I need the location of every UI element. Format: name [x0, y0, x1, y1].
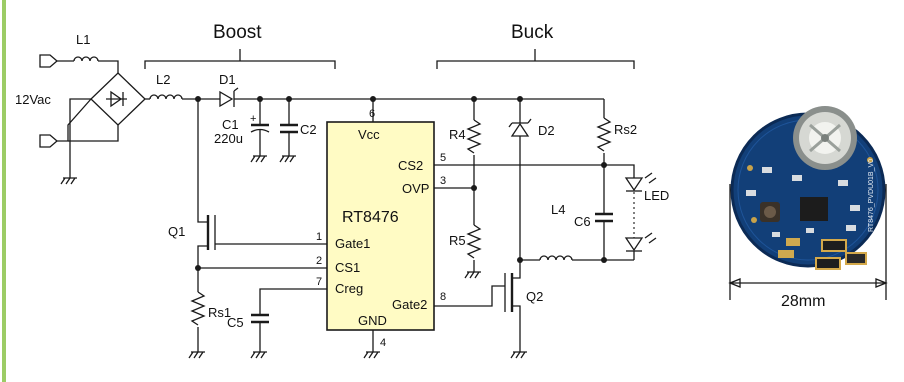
buck-stage: 5 3 R4 R5 D2 L4 Rs2 C6 — [434, 99, 669, 359]
l2-inductor — [149, 94, 183, 100]
pin6-number: 6 — [369, 108, 375, 120]
l1-inductor — [73, 56, 99, 62]
led-1 — [624, 177, 644, 192]
l1-label: L1 — [76, 32, 90, 47]
buck-brace: Buck — [436, 22, 635, 69]
rs2-resistor — [596, 117, 612, 152]
boost-stage: L2 D1 + C1 220u C2 6 — [145, 72, 604, 359]
ic-body — [326, 121, 435, 331]
dimension-label: 28mm — [781, 293, 825, 310]
d1-diode — [219, 90, 234, 108]
pcb-silkscreen: RT8476_PVDU01B_V0 — [868, 159, 875, 232]
pin5-number: 5 — [440, 152, 446, 164]
ic-pin-ovp: OVP — [402, 181, 429, 196]
d2-label: D2 — [538, 123, 555, 138]
rt8476-ic: RT8476 Vcc CS2 OVP Gate1 CS1 Creg Gate2 … — [314, 121, 435, 359]
pin1-number: 1 — [316, 231, 322, 243]
c5-capacitor — [251, 313, 269, 324]
ic-pin-gate1: Gate1 — [335, 236, 370, 251]
c5-label: C5 — [227, 315, 244, 330]
rs2-label: Rs2 — [614, 122, 637, 137]
q1-mosfet — [206, 215, 314, 250]
input-voltage-label: 12Vac — [15, 92, 51, 107]
input-terminal-top — [39, 54, 58, 68]
buck-label: Buck — [511, 22, 554, 43]
l2-label: L2 — [156, 72, 170, 87]
q2-mosfet — [504, 273, 514, 312]
ic-pin-gate2: Gate2 — [392, 297, 427, 312]
pin4-number: 4 — [380, 337, 386, 349]
input-terminal-bottom — [39, 134, 58, 148]
ground-bridge — [60, 177, 77, 185]
ic-pin-cs1: CS1 — [335, 260, 360, 275]
c1-label: C1 — [222, 117, 239, 132]
led-2 — [624, 237, 644, 252]
ic-pin-gnd: GND — [358, 313, 387, 328]
rs1-label: Rs1 — [208, 305, 231, 320]
d1-label: D1 — [219, 72, 236, 87]
accent-bar — [2, 0, 6, 382]
pin7-number: 7 — [316, 276, 322, 288]
pin3-number: 3 — [440, 175, 446, 187]
q1-label: Q1 — [168, 224, 185, 239]
r4-resistor — [466, 119, 482, 154]
c6-label: C6 — [574, 214, 591, 229]
q2-label: Q2 — [526, 289, 543, 304]
pin8-number: 8 — [440, 291, 446, 303]
ic-chip — [800, 197, 828, 221]
ic-pin-vcc: Vcc — [358, 127, 380, 142]
l4-label: L4 — [551, 202, 565, 217]
boost-label: Boost — [213, 22, 262, 43]
led-label: LED — [644, 188, 669, 203]
ic-pin-cs2: CS2 — [398, 158, 423, 173]
c2-capacitor — [280, 123, 298, 134]
c1-value: 220u — [214, 131, 243, 146]
r5-label: R5 — [449, 233, 466, 248]
ic-name: RT8476 — [342, 209, 399, 226]
c1-plus: + — [250, 113, 256, 125]
c6-capacitor — [595, 212, 613, 223]
d2-diode — [510, 122, 530, 137]
boost-brace: Boost — [144, 22, 336, 69]
l4-inductor — [539, 255, 573, 261]
rs1-resistor — [190, 291, 206, 326]
r4-label: R4 — [449, 127, 466, 142]
input-section: 12Vac L1 — [15, 32, 146, 185]
ic-pin-creg: Creg — [335, 281, 363, 296]
r5-resistor — [466, 224, 482, 259]
pin2-number: 2 — [316, 255, 322, 267]
pcb-photo: RT8476_PVDU01B_V0 28mm — [728, 106, 888, 310]
c2-label: C2 — [300, 122, 317, 137]
